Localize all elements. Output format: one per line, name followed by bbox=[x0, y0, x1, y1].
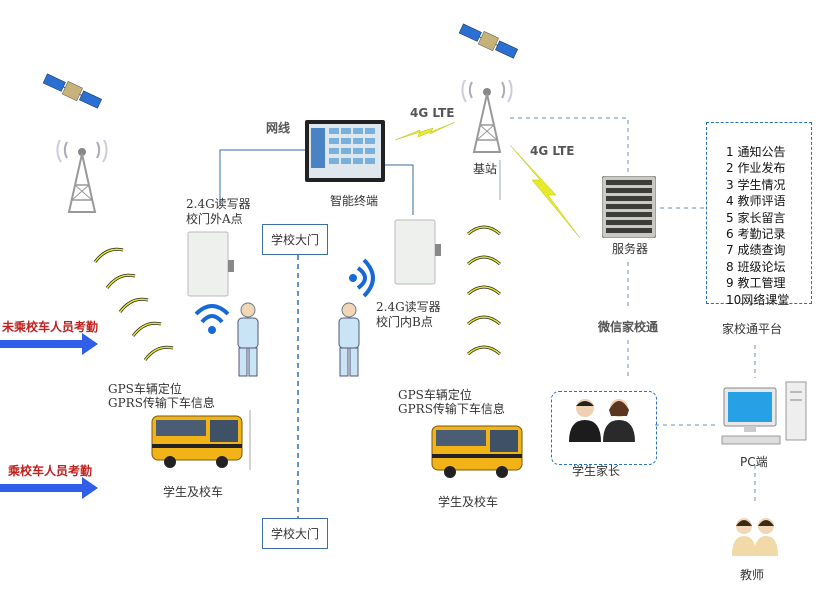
wire-line-b bbox=[380, 164, 414, 215]
gps-left-line1: GPS车辆定位 bbox=[108, 382, 182, 396]
reader-b-label-2: 校门内B点 bbox=[376, 315, 433, 329]
platform-feature-list: 1 通知公告 2 作业发布 3 学生情况 4 教师评语 5 家长留言 6 考勤记… bbox=[726, 144, 789, 308]
platform-item: 4 教师评语 bbox=[726, 194, 786, 209]
platform-item: 3 学生情况 bbox=[726, 177, 786, 192]
platform-feature-box bbox=[706, 122, 812, 304]
signal-arcs-right bbox=[467, 225, 501, 356]
student-bus-right-label: 学生及校车 bbox=[438, 495, 499, 509]
lte-label-left: 4G LTE bbox=[410, 106, 455, 120]
server-icon bbox=[602, 176, 656, 238]
teacher-label: 教师 bbox=[740, 568, 765, 582]
gps-left-line2: GPRS传输下车信息 bbox=[108, 396, 215, 410]
rfid-reader-b-icon bbox=[394, 219, 441, 285]
smart-terminal-icon bbox=[305, 120, 385, 182]
lte-label-right: 4G LTE bbox=[530, 144, 575, 158]
platform-item: 6 考勤记录 bbox=[726, 227, 786, 242]
platform-item: 2 作业发布 bbox=[726, 161, 786, 176]
platform-item: 7 成绩查询 bbox=[726, 243, 786, 258]
wire-line-a bbox=[219, 149, 305, 205]
platform-item: 1 通知公告 bbox=[726, 145, 786, 159]
reader-b-label-1: 2.4G读写器 bbox=[376, 300, 441, 314]
reader-a-label-2: 校门外A点 bbox=[186, 212, 243, 226]
cell-tower-icon bbox=[56, 140, 108, 213]
pc-label: PC端 bbox=[740, 455, 768, 469]
wifi-icon bbox=[194, 304, 230, 334]
wire-label: 网线 bbox=[266, 121, 291, 135]
school-gate-top: 学校大门 bbox=[262, 224, 329, 255]
lte-bolt-left bbox=[394, 121, 456, 141]
signal-arcs-left bbox=[93, 247, 174, 361]
parents-label: 学生家长 bbox=[572, 464, 621, 478]
pc-icon bbox=[721, 381, 807, 445]
parents-avatar-icon bbox=[569, 399, 635, 442]
platform-item: 9 教工管理 bbox=[726, 276, 786, 291]
rfid-reader-a-icon bbox=[187, 231, 234, 297]
school-gate-bottom: 学校大门 bbox=[262, 518, 329, 549]
gps-right-line1: GPS车辆定位 bbox=[398, 388, 472, 402]
wifi-icon bbox=[349, 258, 375, 298]
student-figure-icon bbox=[338, 302, 360, 377]
cell-tower-icon bbox=[461, 80, 513, 153]
student-figure-icon bbox=[237, 302, 259, 377]
platform-item: 5 家长留言 bbox=[726, 210, 786, 225]
smart-terminal-label: 智能终端 bbox=[330, 194, 379, 208]
satellite-icon bbox=[42, 73, 103, 109]
parents-group-box bbox=[551, 391, 657, 465]
reader-a-label-1: 2.4G读写器 bbox=[186, 197, 251, 211]
satellite-icon bbox=[458, 23, 519, 59]
wechat-school-label: 微信家校通 bbox=[598, 320, 659, 334]
bus-attendance-label: 乘校车人员考勤 bbox=[8, 464, 93, 478]
base-server-dashed bbox=[510, 117, 629, 175]
arrow-no-bus bbox=[0, 333, 98, 355]
base-station-label: 基站 bbox=[473, 162, 498, 176]
server-label: 服务器 bbox=[612, 242, 649, 256]
platform-label: 家校通平台 bbox=[722, 322, 783, 336]
platform-item: 8 班级论坛 bbox=[726, 259, 786, 274]
student-bus-left-label: 学生及校车 bbox=[163, 485, 224, 499]
school-bus-icon bbox=[151, 415, 243, 468]
arrow-bus bbox=[0, 477, 98, 499]
school-bus-icon bbox=[431, 425, 523, 478]
no-bus-attendance-label: 未乘校车人员考勤 bbox=[2, 320, 99, 334]
teacher-avatar-icon bbox=[732, 518, 778, 556]
gps-right-line2: GPRS传输下车信息 bbox=[398, 402, 505, 416]
platform-item: 10网络课堂 bbox=[726, 292, 790, 307]
lte-bolt-right bbox=[509, 144, 581, 239]
